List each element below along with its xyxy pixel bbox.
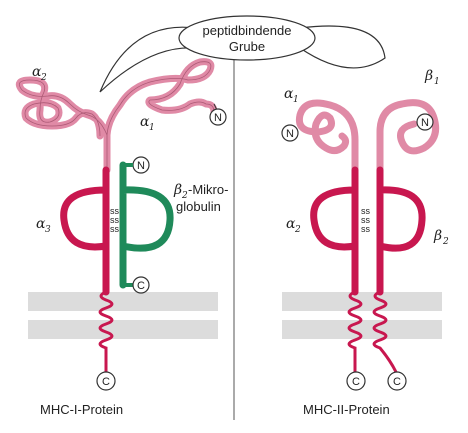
svg-text:ss: ss: [110, 224, 120, 234]
mhc2-beta1-domain: [376, 99, 440, 174]
svg-text:N: N: [286, 128, 294, 140]
svg-text:-Mikro-: -Mikro-: [188, 182, 228, 197]
mhc1-disulfide-bonds: ss ss ss: [110, 206, 120, 234]
mhc1-n-terminus-b2m: N: [123, 156, 150, 174]
svg-text:2: 2: [442, 237, 449, 247]
svg-text:ss: ss: [110, 215, 120, 225]
mhc1-beta2m-label: β 2 -Mikro- globulin: [173, 182, 228, 214]
svg-text:C: C: [393, 376, 401, 388]
svg-text:β: β: [173, 182, 182, 198]
svg-text:ss: ss: [361, 206, 371, 216]
svg-text:2: 2: [40, 73, 47, 83]
svg-text:N: N: [137, 160, 145, 172]
svg-text:C: C: [102, 376, 110, 388]
mhc2-c-terminus-beta: C: [387, 371, 407, 391]
mhc1-alpha3-domain: [60, 166, 110, 296]
mhc2-beta2-label: β 2: [433, 228, 449, 247]
mhc2-beta1-label: β 1: [424, 68, 440, 87]
svg-text:globulin: globulin: [176, 199, 221, 214]
svg-text:β: β: [433, 228, 442, 244]
mhc2-caption: MHC-II-Protein: [303, 402, 390, 417]
mhc2-n-terminus-beta: N: [416, 113, 434, 131]
mhc2-alpha2-domain: [310, 166, 359, 296]
mhc1-caption: MHC-I-Protein: [40, 402, 123, 417]
mhc1-alpha2-label: α 2: [32, 64, 47, 83]
svg-text:ss: ss: [361, 224, 371, 234]
svg-text:C: C: [137, 280, 145, 292]
svg-text:1: 1: [434, 77, 440, 87]
mhc2-alpha1-label: α 1: [284, 86, 299, 105]
mhc1-alpha3-label: α 3: [36, 216, 51, 235]
svg-text:α: α: [286, 216, 296, 232]
mhc1-transmembrane-helix: [98, 290, 114, 374]
svg-text:α: α: [32, 64, 42, 80]
svg-text:ss: ss: [110, 206, 120, 216]
svg-text:α: α: [284, 86, 294, 102]
mhc1-alpha1-label: α 1: [140, 114, 155, 133]
mhc2-beta2-domain: [376, 166, 426, 296]
mhc1-beta2m-domain: [119, 161, 174, 289]
svg-text:α: α: [36, 216, 46, 232]
mhc1-n-terminus-alpha: N: [209, 103, 227, 126]
svg-text:β: β: [424, 68, 433, 84]
cell-membrane: [28, 292, 442, 339]
mhc2-beta-transmembrane-helix: [372, 290, 398, 374]
mhc2-protein: ss ss ss N N C C α 1 β 1: [281, 68, 449, 417]
svg-text:C: C: [352, 376, 360, 388]
svg-text:N: N: [214, 112, 222, 124]
groove-label-line2: Grube: [229, 39, 265, 54]
svg-text:ss: ss: [361, 215, 371, 225]
mhc1-c-terminus-chain: C: [96, 371, 116, 391]
svg-text:α: α: [140, 114, 150, 130]
svg-text:3: 3: [45, 225, 51, 235]
svg-text:2: 2: [294, 225, 301, 235]
mhc1-c-terminus-b2m: C: [123, 276, 150, 294]
mhc2-n-terminus-alpha: N: [281, 124, 299, 142]
groove-callout: peptidbindende Grube: [99, 15, 386, 93]
svg-text:N: N: [421, 117, 429, 129]
svg-text:2: 2: [181, 191, 188, 201]
mhc2-alpha-transmembrane-helix: [347, 290, 363, 374]
mhc2-disulfide-bonds: ss ss ss: [361, 206, 371, 234]
mhc2-alpha2-label: α 2: [286, 216, 301, 235]
svg-text:1: 1: [293, 95, 299, 105]
mhc2-alpha1-domain: [295, 99, 359, 174]
mhc2-c-terminus-alpha: C: [346, 371, 366, 391]
groove-label-line1: peptidbindende: [203, 23, 292, 38]
svg-text:1: 1: [149, 123, 155, 133]
mhc1-protein: ss ss ss N N C C α 2: [15, 58, 228, 417]
